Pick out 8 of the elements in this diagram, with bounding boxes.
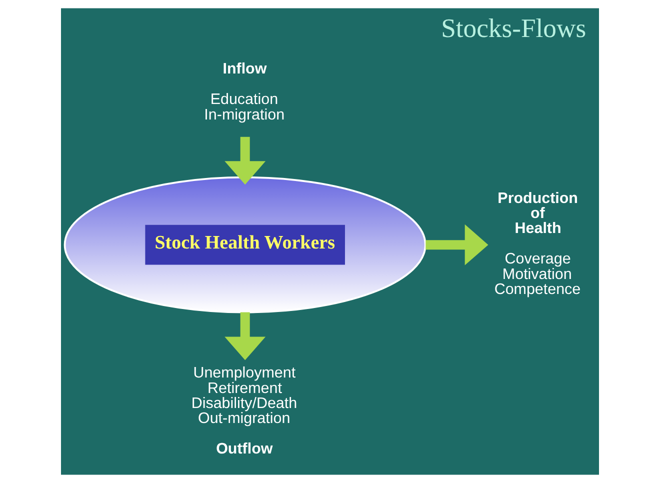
node-ellipse: Stock Health Workers: [64, 176, 426, 314]
node-text: Inflow Education In-migration: [204, 60, 285, 124]
node-text: Production of Health Coverage Motivation Competence: [494, 190, 581, 298]
arrow: [224, 136, 266, 185]
arrow: [224, 312, 266, 360]
node-text: Unemployment Retirement Disability/Death Out-migration Outflow: [191, 364, 298, 458]
diagram-title: Stocks-Flows: [441, 13, 586, 44]
arrow: [426, 224, 488, 266]
